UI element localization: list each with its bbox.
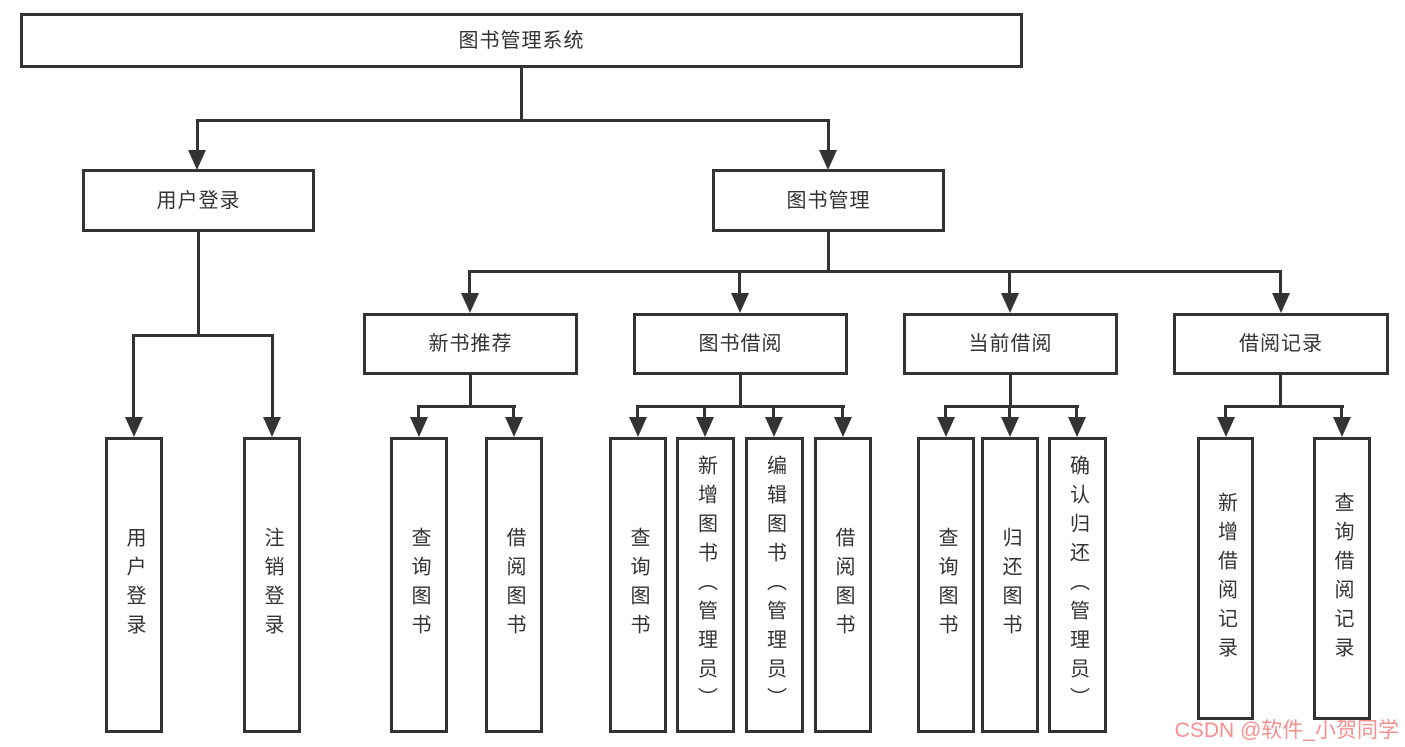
leaf-add-borrow-record: 新增借阅记录 bbox=[1197, 437, 1254, 720]
leaf-borrow-books: 借阅图书 bbox=[814, 437, 872, 733]
arrow-down-icon bbox=[696, 417, 714, 437]
connector-line bbox=[512, 405, 515, 418]
connector-line bbox=[196, 119, 830, 122]
arrow-down-icon bbox=[263, 417, 281, 437]
leaf-query-books: 查询图书 bbox=[390, 437, 448, 733]
arrow-down-icon bbox=[765, 417, 783, 437]
connector-line bbox=[197, 232, 200, 337]
connector-line bbox=[944, 405, 1079, 408]
leaf-edit-book-admin: 编辑图书（管理员） bbox=[745, 437, 804, 733]
connector-line bbox=[1008, 270, 1011, 295]
connector-line bbox=[703, 405, 706, 418]
connector-line bbox=[196, 119, 199, 151]
arrow-down-icon bbox=[937, 417, 955, 437]
connector-line bbox=[1279, 270, 1282, 295]
arrow-down-icon bbox=[505, 417, 523, 437]
connector-line bbox=[1279, 375, 1282, 408]
connector-line bbox=[1075, 405, 1078, 418]
connector-line bbox=[417, 405, 516, 408]
connector-line bbox=[1009, 375, 1012, 408]
node-new-book-recommend: 新书推荐 bbox=[363, 313, 578, 375]
connector-line bbox=[271, 334, 274, 418]
arrow-down-icon bbox=[629, 417, 647, 437]
connector-line bbox=[827, 119, 830, 151]
leaf-query-books: 查询图书 bbox=[609, 437, 667, 733]
arrow-down-icon bbox=[731, 293, 749, 313]
connector-line bbox=[1224, 405, 1227, 418]
leaf-query-books: 查询图书 bbox=[917, 437, 975, 733]
arrow-down-icon bbox=[410, 417, 428, 437]
connector-line bbox=[132, 334, 274, 337]
arrow-down-icon bbox=[1001, 293, 1019, 313]
arrow-down-icon bbox=[834, 417, 852, 437]
leaf-return-book: 归还图书 bbox=[981, 437, 1039, 733]
arrow-down-icon bbox=[819, 150, 837, 170]
arrow-down-icon bbox=[1272, 293, 1290, 313]
connector-line bbox=[944, 405, 947, 418]
arrow-down-icon bbox=[1333, 417, 1351, 437]
arrow-down-icon bbox=[1068, 417, 1086, 437]
connector-line bbox=[132, 334, 135, 418]
connector-line bbox=[738, 270, 741, 295]
node-borrow-records: 借阅记录 bbox=[1173, 313, 1389, 375]
node-book-borrow: 图书借阅 bbox=[633, 313, 848, 375]
arrow-down-icon bbox=[1001, 417, 1019, 437]
connector-line bbox=[1340, 405, 1343, 418]
arrow-down-icon bbox=[461, 293, 479, 313]
arrow-down-icon bbox=[188, 150, 206, 170]
leaf-borrow-books: 借阅图书 bbox=[485, 437, 543, 733]
arrow-down-icon bbox=[125, 417, 143, 437]
connector-line bbox=[468, 270, 471, 295]
connector-line bbox=[841, 405, 844, 418]
node-library-system: 图书管理系统 bbox=[20, 13, 1023, 68]
leaf-user-login: 用户登录 bbox=[105, 437, 163, 733]
leaf-query-borrow-record: 查询借阅记录 bbox=[1313, 437, 1371, 720]
connector-line bbox=[636, 405, 845, 408]
connector-line bbox=[827, 232, 830, 273]
leaf-logout: 注销登录 bbox=[243, 437, 301, 733]
connector-line bbox=[739, 375, 742, 408]
connector-line bbox=[1224, 405, 1344, 408]
connector-line bbox=[772, 405, 775, 418]
connector-line bbox=[1008, 405, 1011, 418]
connector-line bbox=[520, 68, 523, 120]
arrow-down-icon bbox=[1217, 417, 1235, 437]
connector-line bbox=[469, 375, 472, 408]
connector-line bbox=[636, 405, 639, 418]
node-current-borrow: 当前借阅 bbox=[903, 313, 1118, 375]
connector-line bbox=[417, 405, 420, 418]
node-book-management: 图书管理 bbox=[712, 169, 945, 232]
leaf-add-book-admin: 新增图书（管理员） bbox=[676, 437, 735, 733]
leaf-confirm-return-admin: 确认归还（管理员） bbox=[1048, 437, 1107, 733]
watermark: CSDN @软件_小贺同学 bbox=[1174, 719, 1399, 742]
connector-line bbox=[468, 270, 1282, 273]
node-user-login: 用户登录 bbox=[82, 169, 315, 232]
